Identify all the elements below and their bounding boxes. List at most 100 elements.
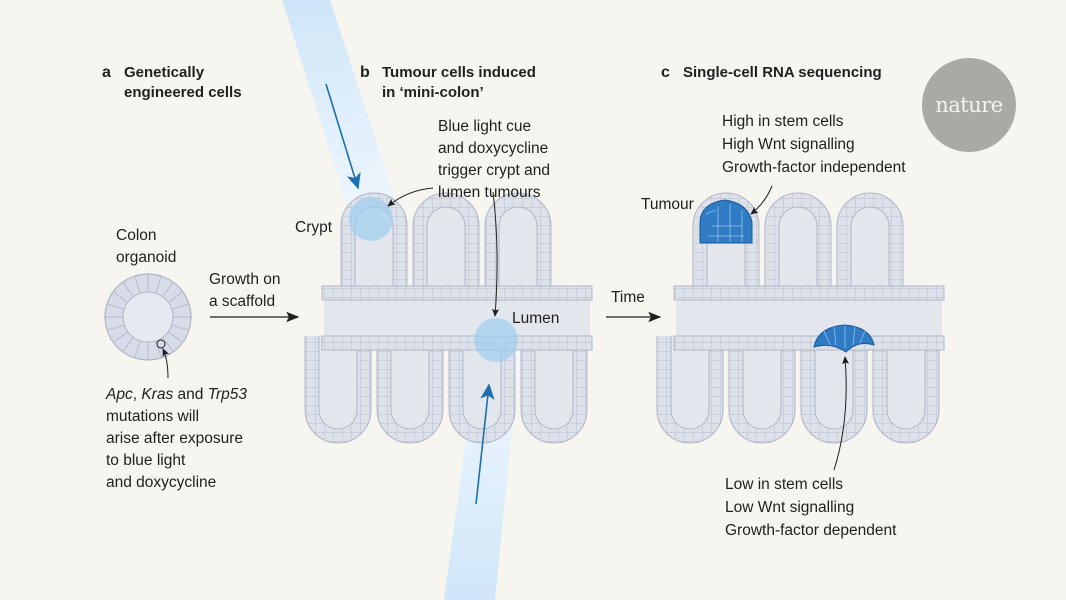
logo-text: nature (935, 93, 1003, 117)
trait-line: Growth-factor independent (722, 159, 906, 176)
trait-line: Low in stem cells (725, 476, 844, 493)
organoid-cell-border (167, 291, 184, 303)
crypt (873, 336, 939, 443)
crypt (801, 336, 867, 443)
mutation-label-line: and doxycycline (106, 474, 217, 491)
panel-b-letter: b (360, 64, 370, 81)
colon-organoid (104, 273, 192, 361)
lumen-tumour-cells (823, 326, 866, 348)
nature-logo: nature (922, 58, 1016, 152)
lumen-light-spot (474, 318, 518, 362)
organoid-cell-border (112, 331, 129, 343)
gene-apc: Apc (106, 386, 133, 403)
cue-leader-crypt (387, 187, 434, 207)
crypt-outline (764, 192, 832, 300)
panel-c-title-line: Single-cell RNA sequencing (683, 64, 882, 81)
crypt-label: Crypt (295, 219, 333, 236)
crypt (657, 336, 723, 443)
crypt-outline (376, 336, 444, 444)
cue-label-line: Blue light cue (438, 118, 532, 135)
epithelium-top (673, 285, 945, 301)
light-arrow-bottom (475, 383, 495, 505)
crypt-tumour-leader (750, 185, 773, 215)
panel-b-title-line: in ‘mini-colon’ (382, 84, 484, 101)
lumen-channel (324, 300, 590, 336)
mutation-label-line: arise after exposure (106, 430, 243, 447)
joiner: and (173, 386, 208, 403)
crypt-outline (412, 192, 480, 300)
cue-label-line: trigger crypt and (438, 162, 550, 179)
trait-line: High Wnt signalling (722, 136, 855, 153)
tumour-label: Tumour (641, 196, 694, 213)
panel-c-letter: c (661, 64, 670, 81)
epithelium-bottom (321, 335, 593, 351)
crypt-outline (484, 192, 552, 300)
lumen-label: Lumen (512, 310, 560, 327)
crypt-outline (836, 192, 904, 300)
organoid-cell-border (134, 340, 141, 359)
organoid-cell-border (171, 303, 190, 310)
growth-label-line: a scaffold (209, 293, 276, 310)
crypt-tumour-cells (705, 204, 744, 242)
lumen-channel (676, 300, 942, 336)
crypt (305, 336, 371, 443)
mutation-label: Apc, Kras and Trp53 mutations will arise… (106, 384, 247, 494)
gene-trp53: Trp53 (207, 386, 248, 403)
panel-b-title: b Tumour cells induced in ‘mini-colon’ (360, 63, 536, 103)
organoid-cell-border (112, 291, 129, 303)
cue-label: Blue light cue and doxycycline trigger c… (438, 116, 550, 204)
crypt (413, 193, 479, 300)
organoid-cell-border (171, 324, 190, 331)
cue-leader-lumen (492, 191, 500, 317)
gene-kras: Kras (141, 386, 174, 403)
time-label: Time (611, 289, 645, 306)
joiner: , (132, 386, 142, 403)
organoid-label-line: organoid (116, 249, 177, 266)
mini-colon-scaffold-after (656, 192, 945, 444)
organoid-cell-border (155, 275, 162, 294)
trait-line: High in stem cells (722, 113, 844, 130)
crypt-tumour-traits: High in stem cells High Wnt signalling G… (722, 110, 906, 179)
panel-a-title-line: Genetically (124, 64, 205, 81)
panel-a-letter: a (102, 64, 111, 81)
epithelium-top (321, 285, 593, 301)
crypt-outline (728, 336, 796, 444)
organoid-cell-border (122, 281, 134, 298)
panel-c-title: c Single-cell RNA sequencing (661, 63, 882, 83)
cue-label-line: and doxycycline (438, 140, 549, 157)
light-beam-top (282, 0, 400, 215)
crypt (765, 193, 831, 300)
light-arrow-top (325, 83, 361, 190)
lumen-tumour (813, 324, 875, 353)
mutation-label-line: mutations will (106, 408, 200, 425)
trait-line: Growth-factor dependent (725, 522, 897, 539)
growth-label-line: Growth on (209, 271, 281, 288)
crypt-outline (800, 336, 868, 444)
organoid-cell-border (106, 324, 125, 331)
mutation-label-line: to blue light (106, 452, 186, 469)
mutation-label-genes: Apc, Kras and Trp53 (106, 384, 247, 406)
organoid-cell-border (134, 275, 141, 294)
crypt (729, 336, 795, 443)
organoid-label-line: Colon (116, 227, 157, 244)
trait-line: Low Wnt signalling (725, 499, 855, 516)
organoid-cell-border (122, 336, 134, 353)
epithelium-bottom (673, 335, 945, 351)
crypt (837, 193, 903, 300)
panel-a-title: a Genetically engineered cells (102, 63, 242, 103)
crypt-outline (520, 336, 588, 444)
crypt (521, 336, 587, 443)
cue-label-line: lumen tumours (438, 184, 541, 201)
growth-label: Growth on a scaffold (209, 269, 281, 313)
crypt-outline (304, 336, 372, 444)
organoid-label: Colon organoid (116, 225, 176, 269)
organoid-cell-border (162, 336, 174, 353)
lumen-tumour-leader (833, 356, 850, 471)
lumen-tumour-traits: Low in stem cells Low Wnt signalling Gro… (725, 473, 896, 542)
panel-a-title-line: engineered cells (124, 84, 242, 101)
organoid-cell-border (106, 303, 125, 310)
mutation-leader (162, 348, 170, 379)
mutant-cell-marker (156, 339, 166, 349)
crypt-light-spot (349, 197, 393, 241)
